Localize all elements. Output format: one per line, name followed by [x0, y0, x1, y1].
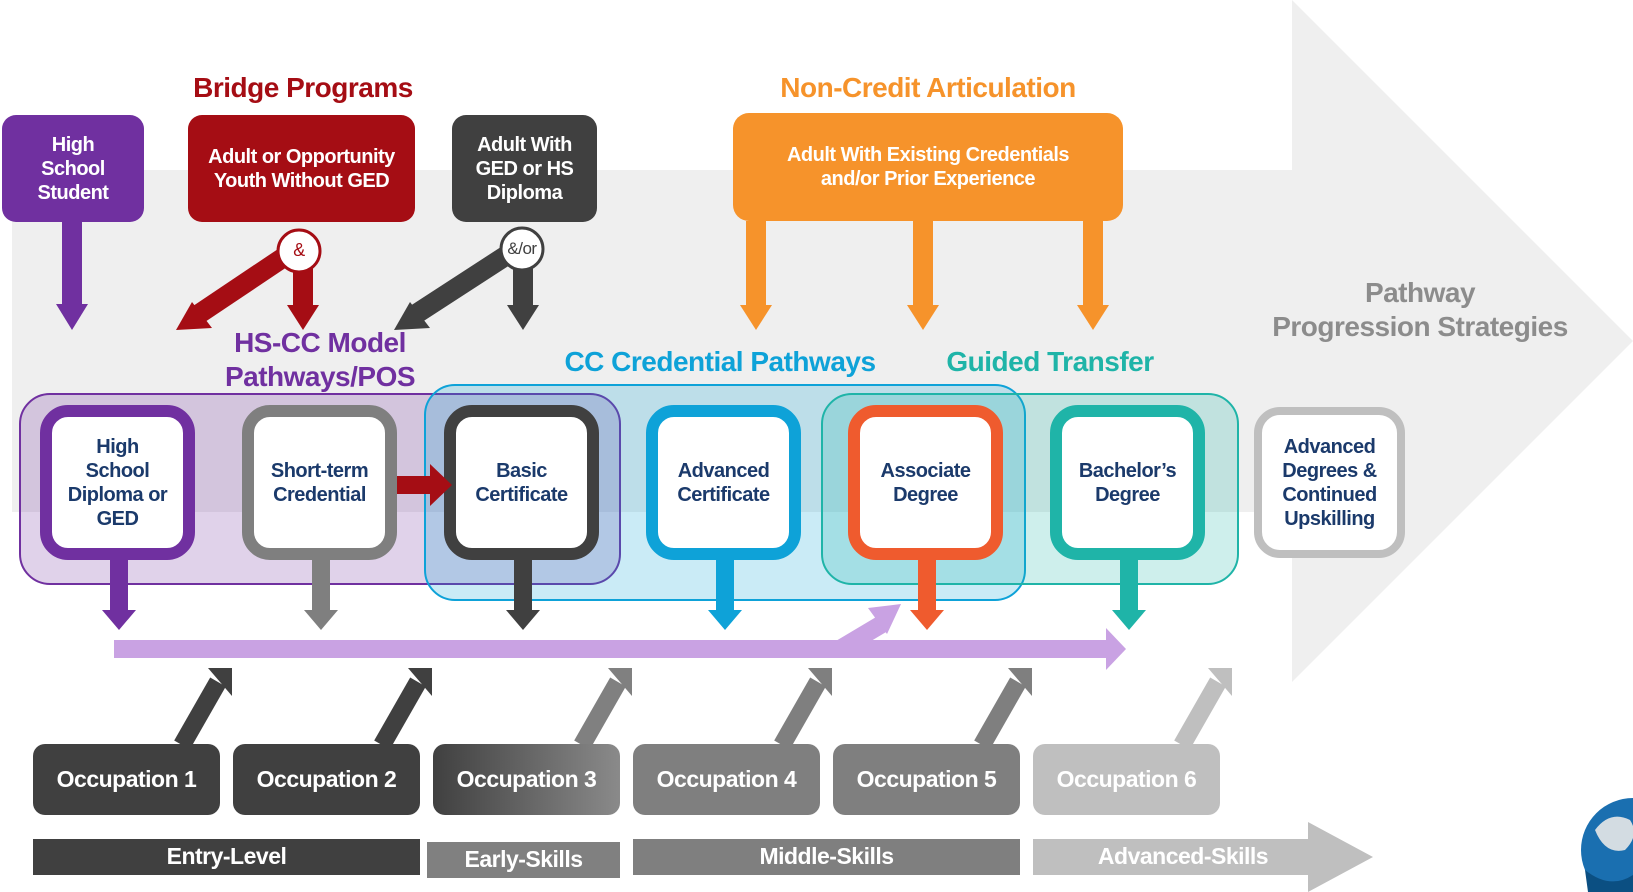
- noncredit-down-arrows: [740, 221, 1109, 330]
- skill-band-advanced-skills-arrow: [1033, 822, 1373, 892]
- and-connector-label: &: [293, 240, 305, 261]
- header-guided-transfer: Guided Transfer: [946, 346, 1154, 378]
- credential-label-hs-diploma: High School Diploma or GED: [67, 435, 168, 530]
- header-cc-credential-pathways: CC Credential Pathways: [564, 346, 876, 378]
- occupation-box-6: [1033, 744, 1220, 815]
- entry-label-hs-student: High School Student: [37, 133, 109, 204]
- lifelong-progression-arrow: [114, 604, 1126, 670]
- credential-label-bachelors-degree: Bachelor’s Degree: [1078, 459, 1177, 506]
- and-connector-circle: [276, 228, 322, 274]
- credential-label-short-term: Short-term Credential: [270, 459, 369, 506]
- header-bridge-programs: Bridge Programs: [193, 72, 413, 104]
- occupation-label-2: Occupation 2: [256, 765, 397, 792]
- short-term-to-basic-arrow: [397, 464, 452, 506]
- occupation-box-4: [633, 744, 820, 815]
- credential-label-advanced-degrees: Advanced Degrees & Continued Upskilling: [1282, 435, 1377, 530]
- header-hscc-model-pathways: HS-CC Model Pathways/POS: [224, 327, 416, 392]
- entry-label-adult-with-ged: Adult With GED or HS Diploma: [475, 133, 574, 204]
- header-pathway-progression-strategies: Pathway Progression Strategies: [1272, 277, 1568, 342]
- and-or-connector-circle: [499, 226, 545, 272]
- occupation-box-3: [433, 744, 620, 815]
- skill-band-entry-level: [33, 839, 420, 875]
- occupation-label-5: Occupation 5: [856, 765, 997, 792]
- occupation-label-4: Occupation 4: [656, 765, 797, 792]
- occupation-up-arrows: [174, 668, 1232, 750]
- hs-student-box: [2, 115, 144, 222]
- credential-box-short-term: [242, 405, 397, 560]
- skill-label-middle-skills: Middle-Skills: [759, 843, 894, 870]
- credential-label-basic-certificate: Basic Certificate: [475, 459, 568, 506]
- occupation-box-2: [233, 744, 420, 815]
- credential-box-hs-diploma: [40, 405, 195, 560]
- credential-box-advanced-certificate: [646, 405, 801, 560]
- and-or-connector-label: &/or: [507, 238, 537, 258]
- skill-band-early-skills: [427, 842, 620, 878]
- credential-label-advanced-certificate: Advanced Certificate: [677, 459, 770, 506]
- credential-label-associate-degree: Associate Degree: [880, 459, 972, 506]
- adult-with-ged-box: [452, 115, 597, 222]
- skill-label-advanced-skills: Advanced-Skills: [1097, 843, 1269, 870]
- credential-down-arrows: [102, 560, 1146, 630]
- credential-box-bachelors-degree: [1050, 405, 1205, 560]
- entry-label-adult-existing-credentials: Adult With Existing Credentials and/or P…: [786, 144, 1070, 190]
- progression-background-arrow: [12, 0, 1633, 682]
- occupation-box-1: [33, 744, 220, 815]
- occupation-label-3: Occupation 3: [456, 765, 597, 792]
- globe-logo: [1581, 798, 1633, 892]
- adult-without-ged-box: [188, 115, 415, 222]
- skill-band-middle-skills: [633, 839, 1020, 875]
- credential-box-basic-certificate: [444, 405, 599, 560]
- occupation-label-1: Occupation 1: [56, 765, 197, 792]
- entry-label-adult-without-ged: Adult or Opportunity Youth Without GED: [208, 145, 395, 192]
- header-non-credit-articulation: Non-Credit Articulation: [780, 72, 1076, 104]
- credential-box-associate-degree: [848, 405, 1003, 560]
- skill-label-entry-level: Entry-Level: [166, 843, 287, 870]
- adult-existing-credentials-box: [733, 113, 1123, 221]
- occupation-box-5: [833, 744, 1020, 815]
- ged-diagonal-arrow: [394, 244, 516, 330]
- credential-box-advanced-degrees: [1254, 407, 1405, 558]
- bridge-diagonal-arrow: [176, 244, 296, 330]
- hs-student-down-arrow: [56, 222, 88, 330]
- occupation-label-6: Occupation 6: [1056, 765, 1197, 792]
- skill-label-early-skills: Early-Skills: [464, 846, 583, 873]
